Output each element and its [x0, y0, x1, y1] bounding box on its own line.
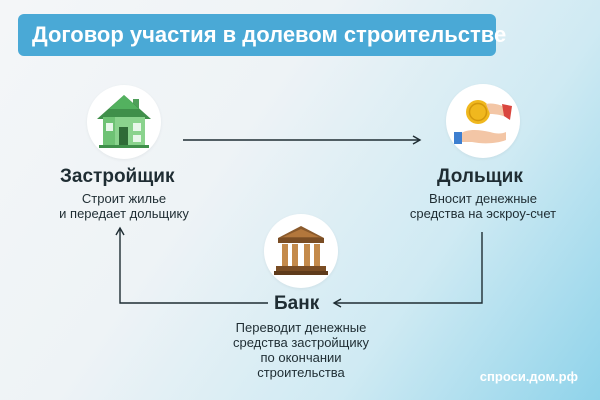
developer-description: Строит жилье и передает дольщику	[59, 191, 189, 221]
bank-description: Переводит денежные средства застройщику …	[233, 320, 369, 380]
shareholder-title: Дольщик	[437, 166, 523, 187]
arrow-shareholder-to-bank	[332, 232, 483, 308]
arrow-bank-to-developer	[115, 226, 268, 304]
page-title: Договор участия в долевом строительстве	[18, 14, 506, 56]
bank-title: Банк	[274, 293, 320, 314]
source-link[interactable]: спроси.дом.рф	[479, 369, 578, 384]
house-icon	[87, 85, 161, 159]
developer-title: Застройщик	[60, 166, 175, 187]
bank-icon	[264, 214, 338, 288]
money-hand-icon	[446, 84, 520, 158]
shareholder-description: Вносит денежные средства на эскроу-счет	[409, 191, 557, 221]
